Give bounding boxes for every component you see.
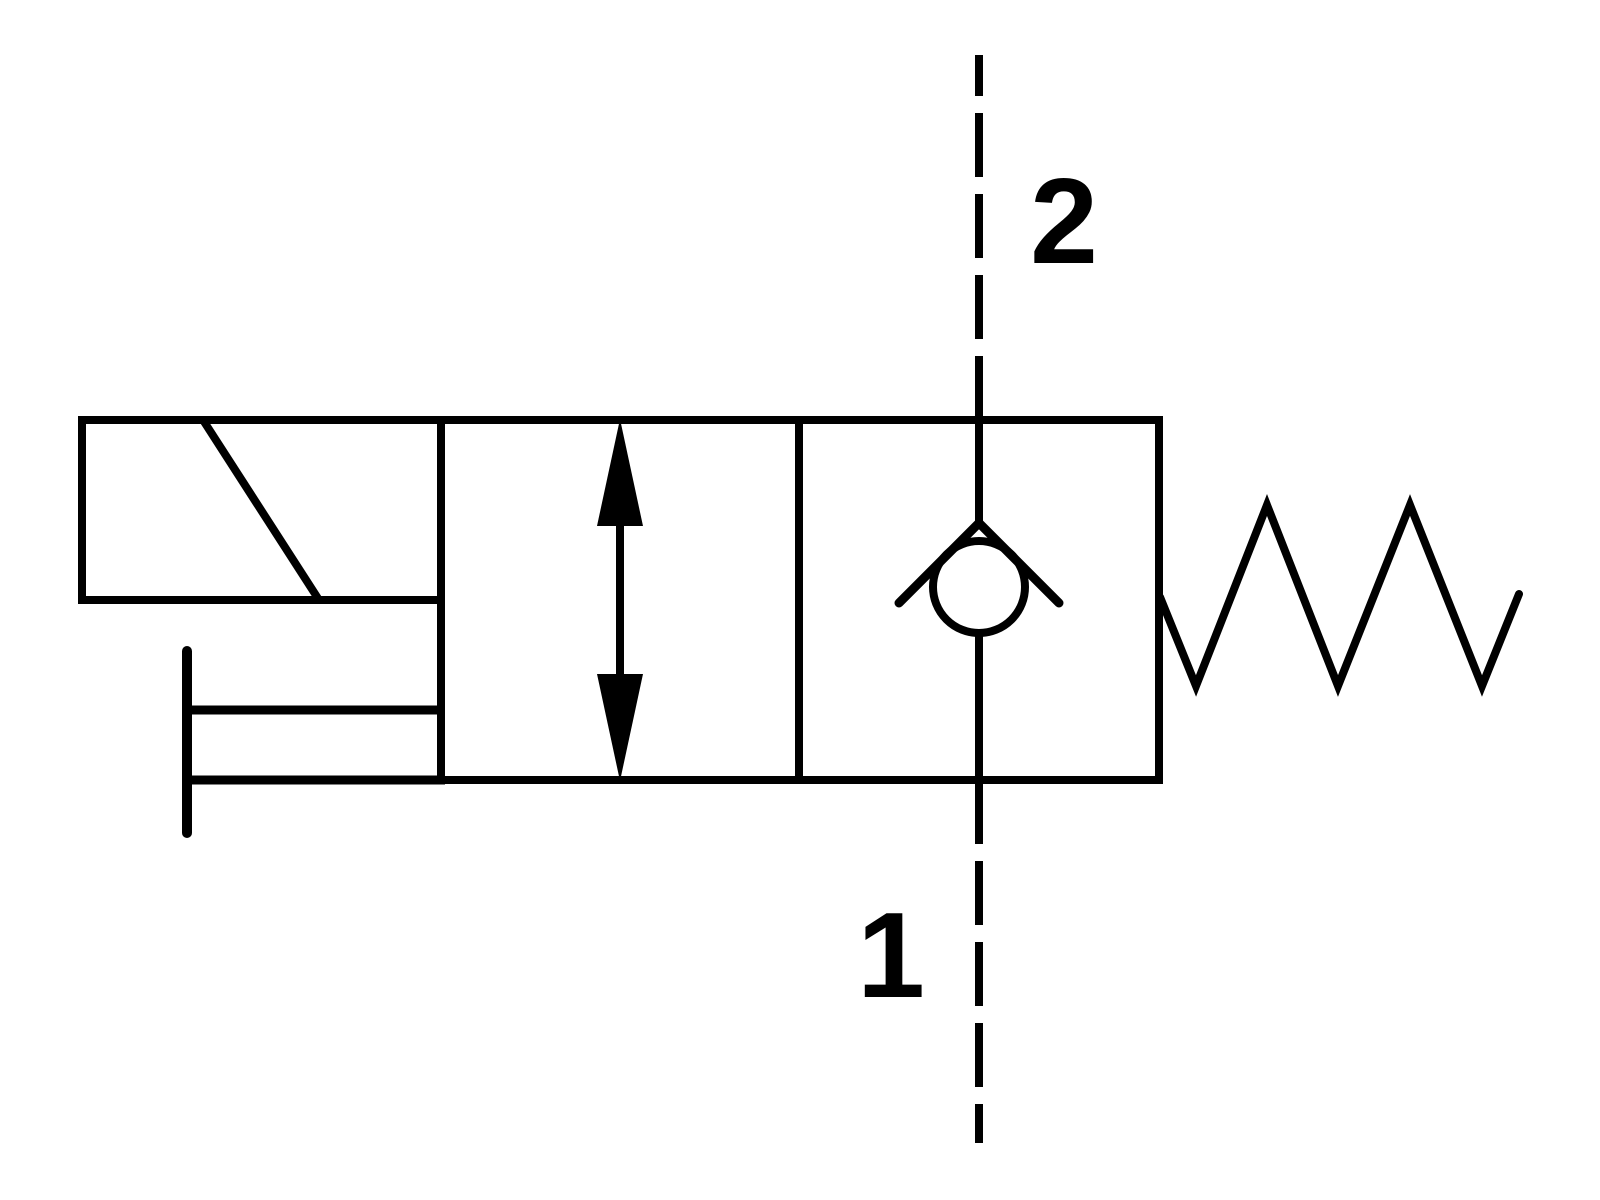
port-2-label: 2 <box>1030 153 1098 289</box>
valve-position-box-check <box>795 416 1163 784</box>
check-valve-icon <box>894 516 1064 637</box>
solenoid-actuator-icon <box>78 416 445 604</box>
arrow-down-head <box>597 674 643 781</box>
check-valve-seat <box>894 516 1064 608</box>
return-spring-icon <box>1156 494 1523 697</box>
arrow-up-head <box>597 419 643 526</box>
port-1-label: 1 <box>857 887 925 1023</box>
valve-position-box-arrow <box>437 416 803 784</box>
spring-zigzag <box>1156 494 1523 697</box>
port-2: 2 <box>975 55 1098 420</box>
manual-override-icon <box>182 646 445 838</box>
check-valve-ball <box>929 537 1029 637</box>
port-1: 1 <box>857 780 983 1143</box>
solenoid-diagonal <box>199 417 323 603</box>
